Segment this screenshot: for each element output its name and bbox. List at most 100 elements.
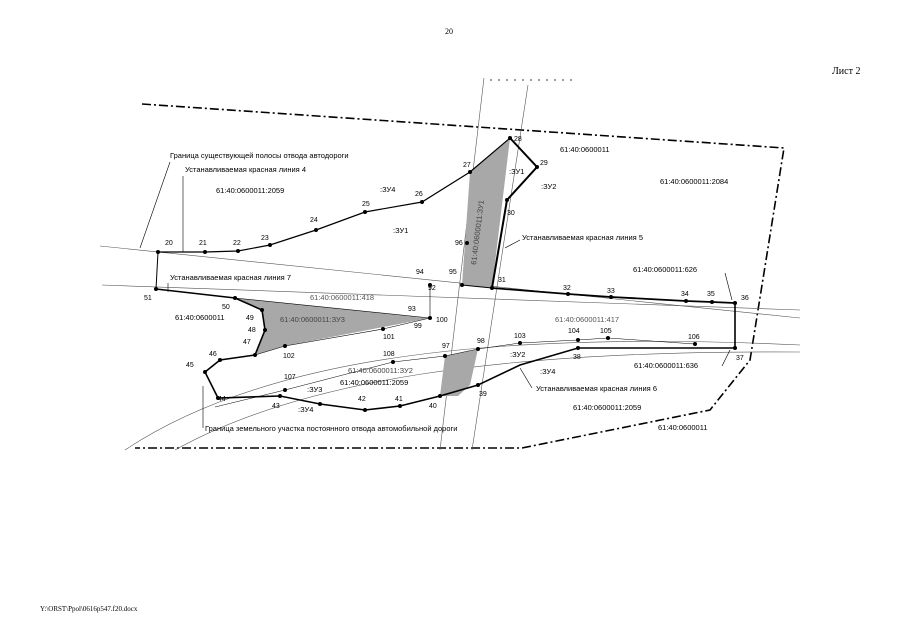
page-number: 20 <box>445 27 453 36</box>
point-label: 49 <box>246 315 254 322</box>
parcel-zu3: 61:40:0600011:ЗУ3 <box>280 315 345 324</box>
point-label: 32 <box>563 285 571 292</box>
zone-zu3-bot: :ЗУ3 <box>307 385 322 394</box>
point-label: 97 <box>442 343 450 350</box>
zu3-lower-edge <box>254 317 431 356</box>
point-label: 51 <box>144 295 152 302</box>
point-label: 103 <box>514 333 526 340</box>
point-label: 28 <box>514 136 522 143</box>
point-label: 39 <box>479 391 487 398</box>
point-label: 106 <box>688 334 700 341</box>
point-label: 21 <box>199 240 207 247</box>
road-axis-1 <box>99 245 801 319</box>
zone-zu1-mid: :ЗУ1 <box>393 226 408 235</box>
red-line-5 <box>491 137 539 289</box>
leader-636 <box>721 349 731 367</box>
parcel-zu2: 61:40:0600011:ЗУ2 <box>348 366 413 375</box>
point-label: 25 <box>362 201 370 208</box>
point-label: 31 <box>498 277 506 284</box>
zone-zu4-bot: :ЗУ4 <box>298 405 313 414</box>
point-label: 45 <box>186 362 194 369</box>
point-label: 43 <box>272 403 280 410</box>
curve-2 <box>174 351 801 451</box>
point-label: 47 <box>243 339 251 346</box>
leader-road-strip <box>139 161 171 249</box>
zone-zu2-bot: :ЗУ2 <box>510 350 525 359</box>
point-label: 29 <box>540 160 548 167</box>
point-label: 33 <box>607 288 615 295</box>
point-label: 26 <box>415 191 423 198</box>
red-line-7-right <box>491 287 736 304</box>
point-label: 95 <box>449 269 457 276</box>
label-red-line-4: Устанавливаемая красная линия 4 <box>185 165 306 174</box>
zone-zu2-fill <box>440 349 478 396</box>
sheet-label: Лист 2 <box>832 66 861 77</box>
leader-red-line-6 <box>519 367 533 389</box>
point-label: 23 <box>261 235 269 242</box>
parcel-boundary <box>135 103 785 449</box>
point-label: 35 <box>707 291 715 298</box>
zone-zu1-fill <box>462 138 510 288</box>
red-line-6 <box>204 303 736 411</box>
footer-path: Y:\ORST\Ppol\0616p547.f20.docx <box>40 605 138 613</box>
road-axis-4 <box>471 84 529 451</box>
label-road-strip: Граница существующей полосы отвода автод… <box>170 151 349 160</box>
zone-zu4-top: :ЗУ4 <box>380 185 395 194</box>
point-label: 50 <box>222 304 230 311</box>
point-label: 46 <box>209 351 217 358</box>
point-label: 44 <box>218 396 226 403</box>
point-label: 30 <box>507 210 515 217</box>
point-label: 38 <box>573 354 581 361</box>
zone-zu3-fill <box>235 298 430 355</box>
point-label: 22 <box>233 240 241 247</box>
red-line-5-link <box>461 284 493 289</box>
point-markers <box>154 136 737 412</box>
parcel-417: 61:40:0600011:417 <box>555 315 619 324</box>
label-red-line-5: Устанавливаемая красная линия 5 <box>522 233 643 242</box>
point-label: 20 <box>165 240 173 247</box>
parcel-636: 61:40:0600011:636 <box>634 361 698 370</box>
parcel-bot: 61:40:0600011 <box>658 423 708 432</box>
parcel-418: 61:40:0600011:418 <box>310 293 374 302</box>
point-label: 107 <box>284 374 296 381</box>
curve-1 <box>124 341 801 451</box>
parcel-left: 61:40:0600011 <box>175 313 225 322</box>
parcel-top: 61:40:0600011 <box>560 145 610 154</box>
label-red-line-7: Устанавливаемая красная линия 7 <box>170 273 291 282</box>
point-label: 24 <box>310 217 318 224</box>
parcel-2059-mid: 61:40:0600011:2059 <box>340 378 408 387</box>
zone-zu4-right: :ЗУ4 <box>540 367 555 376</box>
parcel-2059-top: 61:40:0600011:2059 <box>216 186 284 195</box>
point-label: 36 <box>741 295 749 302</box>
point-label: 93 <box>408 306 416 313</box>
point-label: 40 <box>429 403 437 410</box>
leader-red-line-5 <box>504 239 521 249</box>
point-label: 101 <box>383 334 395 341</box>
point-label: 105 <box>600 328 612 335</box>
point-label: 37 <box>736 355 744 362</box>
point-label: 42 <box>358 396 366 403</box>
point-label: 41 <box>395 396 403 403</box>
point-label: 99 <box>414 323 422 330</box>
parcel-2084: 61:40:0600011:2084 <box>660 177 728 186</box>
leader-626 <box>724 272 733 301</box>
point-label: 34 <box>681 291 689 298</box>
road-axis-2 <box>101 284 801 311</box>
parcel-2059-bot: 61:40:0600011:2059 <box>573 403 641 412</box>
zone-zu2-top: :ЗУ2 <box>541 182 556 191</box>
point-label: 100 <box>436 317 448 324</box>
label-permanent-plot: Граница земельного участка постоянного о… <box>205 424 457 433</box>
point-label: 48 <box>248 327 256 334</box>
point-label: 96 <box>455 240 463 247</box>
point-label: 27 <box>463 162 471 169</box>
point-label: 98 <box>477 338 485 345</box>
zone-zu1-right: :ЗУ1 <box>509 167 524 176</box>
point-label: 104 <box>568 328 580 335</box>
point-label: 94 <box>416 269 424 276</box>
point-label: 92 <box>428 285 436 292</box>
point-label: 108 <box>383 351 395 358</box>
parcel-626: 61:40:0600011:626 <box>633 265 697 274</box>
road-strip-left <box>155 251 159 290</box>
label-red-line-6: Устанавливаемая красная линия 6 <box>536 384 657 393</box>
